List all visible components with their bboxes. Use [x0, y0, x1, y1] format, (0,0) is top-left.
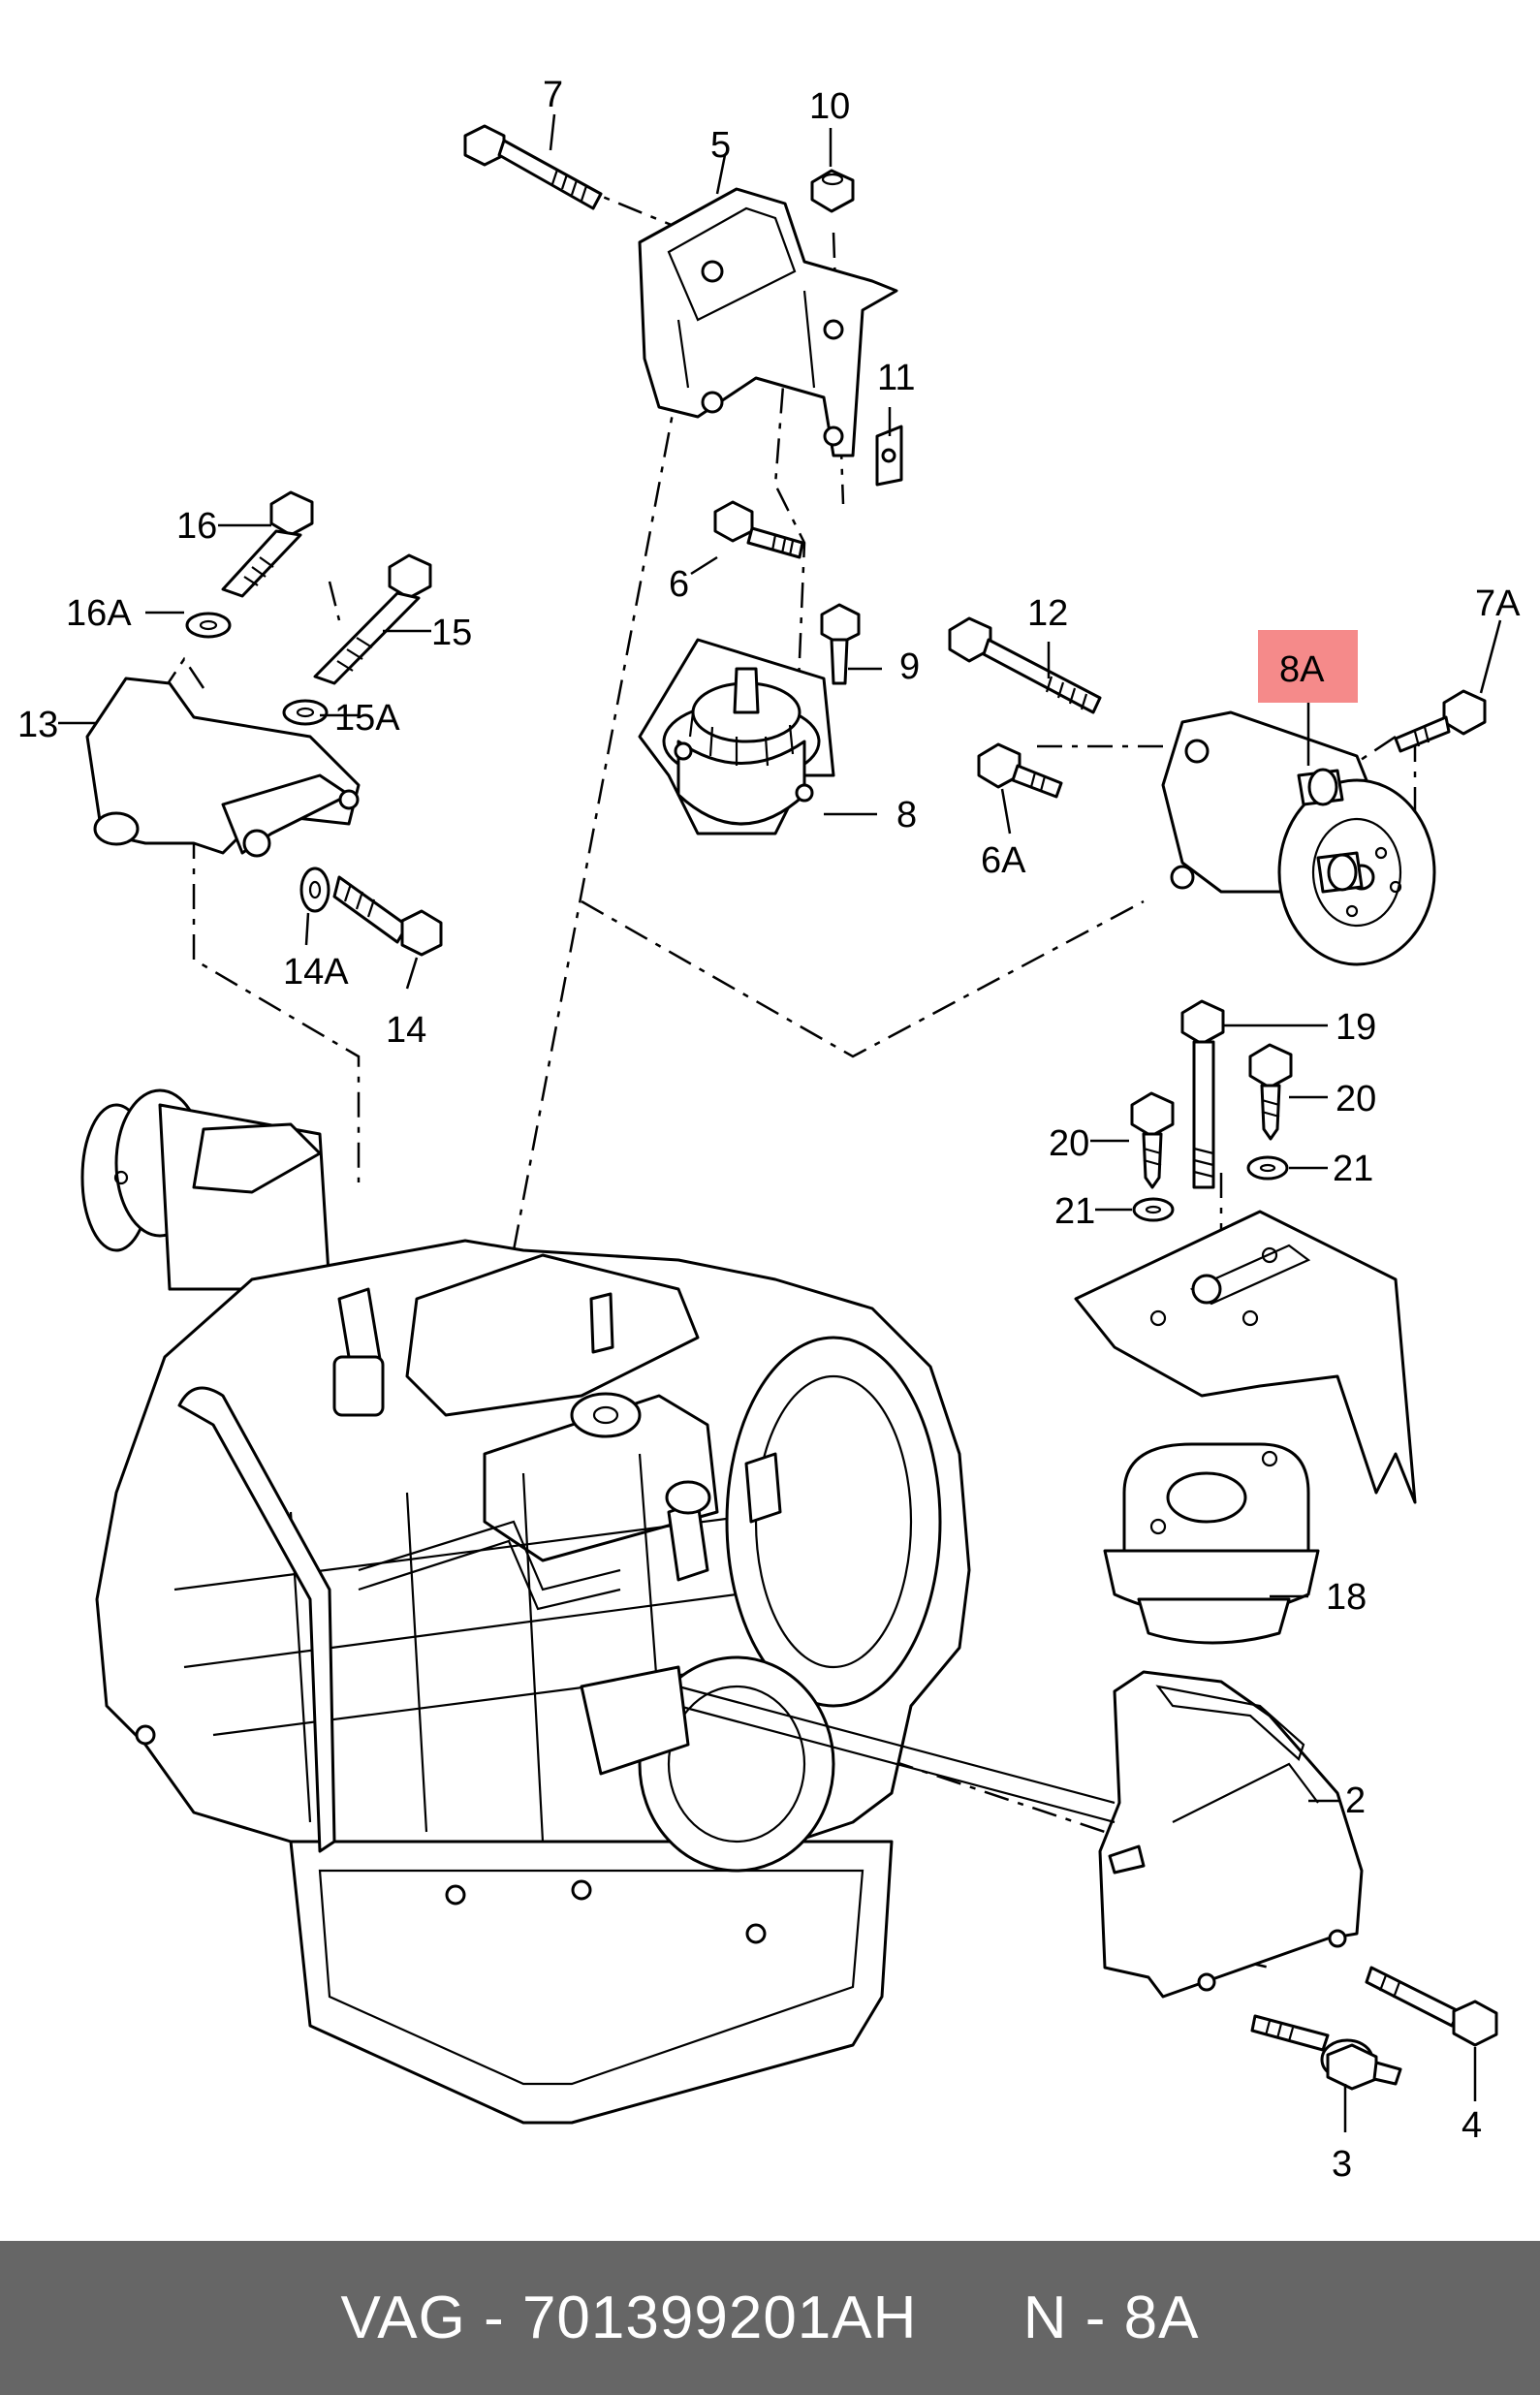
callout-18: 18	[1326, 1577, 1367, 1618]
callout-14: 14	[386, 1010, 426, 1051]
callout-15: 15	[431, 613, 472, 653]
part-11-plate	[875, 425, 903, 487]
callout-10: 10	[809, 86, 850, 127]
part-3-bolt	[1250, 2014, 1402, 2091]
callout-15A: 15A	[334, 698, 400, 739]
callout-21-right: 21	[1333, 1149, 1373, 1189]
part-10-nut	[810, 169, 855, 213]
callout-11: 11	[877, 358, 915, 398]
footer-brand: VAG	[340, 2285, 466, 2351]
part-2-support-bracket	[1098, 1670, 1364, 1999]
callout-20-left: 20	[1049, 1123, 1089, 1164]
callout-12: 12	[1027, 593, 1068, 634]
part-16-bolt	[185, 490, 314, 639]
callout-6: 6	[669, 564, 689, 605]
part-20-bolt-left	[1130, 1091, 1175, 1189]
part-6-bolt	[713, 500, 804, 559]
callout-8: 8	[896, 795, 917, 835]
footer-part-number: 701399201AH	[521, 2285, 918, 2351]
callout-2: 2	[1345, 1780, 1366, 1821]
callout-5: 5	[710, 125, 731, 166]
part-19-bolt	[1180, 999, 1225, 1189]
part-21-washers	[1132, 1155, 1289, 1222]
callout-21-left: 21	[1054, 1191, 1095, 1232]
part-6A-bolt	[977, 742, 1063, 799]
callout-6A: 6A	[981, 840, 1026, 881]
leader-lines	[58, 113, 1502, 2132]
callout-8A: 8A	[1279, 649, 1325, 690]
part-9-bolt	[820, 603, 861, 685]
callout-20-right: 20	[1336, 1079, 1376, 1119]
part-15-bolt	[282, 553, 432, 726]
footer-position-label: N - 8A	[1022, 2285, 1200, 2351]
callout-16A: 16A	[66, 593, 132, 634]
callout-7A: 7A	[1475, 583, 1521, 624]
callout-9: 9	[899, 646, 920, 687]
callout-labels: 7 5 10 11 16 16A 15 15A 13 6 9 8 12 7A 8…	[17, 75, 1521, 2185]
footer-separator: -	[484, 2285, 505, 2351]
transmission-assembly	[80, 1088, 1116, 2125]
part-14-bolt	[299, 867, 443, 957]
callout-7: 7	[543, 75, 563, 115]
part-13-gearbox-bracket	[85, 677, 361, 858]
part-7-bolt	[463, 124, 603, 210]
callout-4: 4	[1461, 2105, 1482, 2146]
callout-16: 16	[176, 506, 217, 547]
callout-13: 13	[17, 705, 58, 745]
highlight-box-8A	[1258, 630, 1358, 703]
parts-diagram: 7 5 10 11 16 16A 15 15A 13 6 9 8 12 7A 8…	[17, 75, 1521, 2185]
part-12-bolt	[948, 616, 1102, 714]
callout-19: 19	[1336, 1007, 1376, 1048]
part-20-bolt-right	[1248, 1043, 1293, 1141]
part-number-footer: VAG - 701399201AH N - 8A	[0, 2241, 1540, 2395]
part-18-transmission-mount	[1074, 1210, 1417, 1645]
part-4-bolt	[1365, 1966, 1498, 2047]
part-8-engine-mount	[638, 638, 835, 835]
part-7A-bolt	[1394, 689, 1487, 753]
part-8A-gearbox-mount	[1161, 710, 1436, 966]
callout-14A: 14A	[283, 952, 349, 993]
callout-3: 3	[1332, 2144, 1352, 2185]
part-5-engine-bracket	[638, 187, 898, 457]
